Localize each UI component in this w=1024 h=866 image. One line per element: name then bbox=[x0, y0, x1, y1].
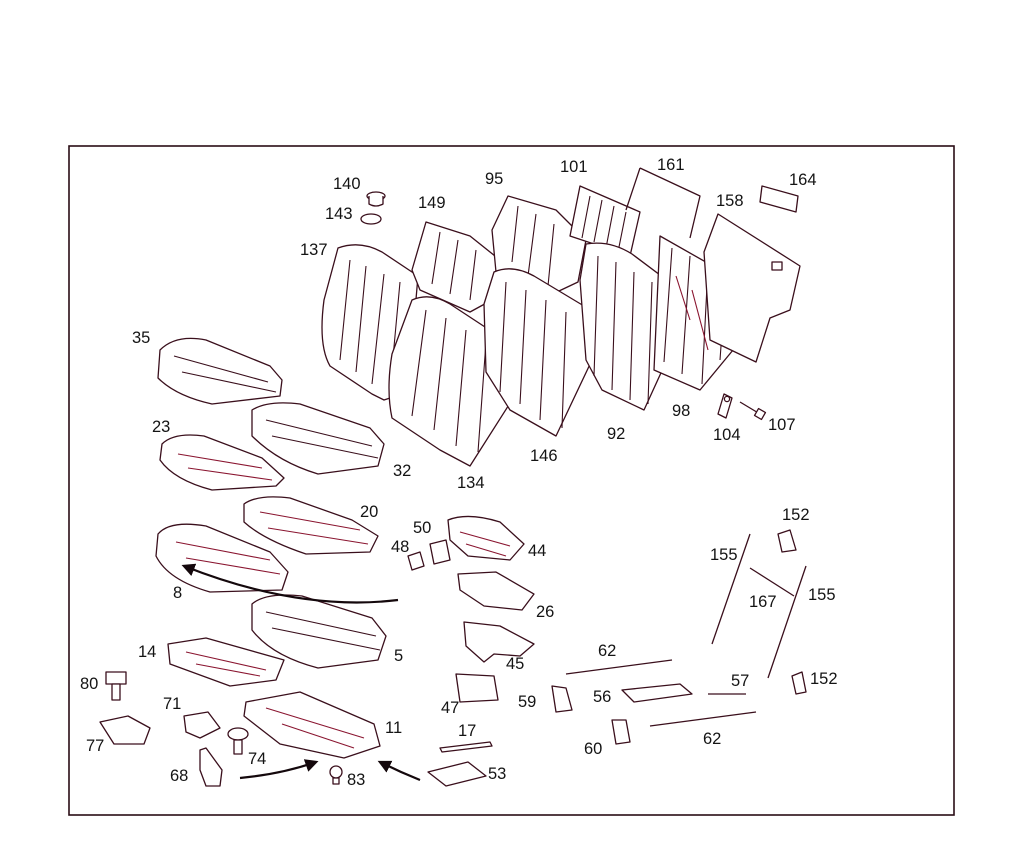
callout-label-68: 68 bbox=[170, 767, 188, 785]
callout-label-164: 164 bbox=[789, 171, 817, 189]
assembly-arrow-53 bbox=[377, 760, 421, 782]
callout-label-167: 167 bbox=[749, 593, 777, 611]
headrest-bushing-part-140 bbox=[366, 191, 386, 207]
callout-label-71: 71 bbox=[163, 695, 181, 713]
callout-label-137: 137 bbox=[300, 241, 328, 259]
callout-label-44: 44 bbox=[528, 542, 546, 560]
seat-frame-part-14 bbox=[167, 637, 285, 687]
screw-part-74 bbox=[227, 727, 249, 755]
diagram-frame bbox=[68, 145, 955, 816]
cable-part-155-right bbox=[767, 565, 807, 679]
callout-label-20: 20 bbox=[360, 503, 378, 521]
cable-part-155 bbox=[711, 533, 751, 645]
callout-label-26: 26 bbox=[536, 603, 554, 621]
callout-label-152-repeat: 152 bbox=[782, 506, 810, 524]
hinge-bracket-part-104 bbox=[717, 393, 733, 419]
callout-label-8: 8 bbox=[173, 584, 182, 602]
clip-part-59 bbox=[551, 685, 573, 713]
callout-labels: 140 143 149 95 101 161 164 158 137 35 23 32 134 146 92… bbox=[80, 156, 838, 789]
seat-cushion-part-5 bbox=[251, 594, 387, 669]
callout-label-143: 143 bbox=[325, 205, 353, 223]
callout-label-17: 17 bbox=[458, 722, 476, 740]
wire-frame-part-161 bbox=[625, 167, 701, 239]
clip-part-60 bbox=[611, 719, 631, 745]
switch-part-48 bbox=[407, 551, 425, 571]
rod-part-167 bbox=[749, 567, 795, 597]
seat-frame-part-11 bbox=[243, 691, 381, 759]
callout-label-152: 152 bbox=[810, 670, 838, 688]
mat-part-56 bbox=[621, 683, 693, 703]
screw-part-80 bbox=[105, 671, 127, 701]
strip-part-17 bbox=[439, 741, 493, 753]
callout-label-83: 83 bbox=[347, 771, 365, 789]
callout-label-98: 98 bbox=[672, 402, 690, 420]
callout-label-62: 62 bbox=[598, 642, 616, 660]
bracket-part-68 bbox=[199, 747, 223, 787]
washer-part-143 bbox=[360, 213, 382, 225]
callout-label-23: 23 bbox=[152, 418, 170, 436]
rod-part-62-lower bbox=[649, 711, 757, 727]
callout-label-35: 35 bbox=[132, 329, 150, 347]
callout-label-14: 14 bbox=[138, 643, 156, 661]
cover-part-47 bbox=[455, 673, 499, 703]
callout-label-62-repeat: 62 bbox=[703, 730, 721, 748]
seat-cover-part-35 bbox=[157, 337, 283, 405]
callout-label-47: 47 bbox=[441, 699, 459, 717]
backrest-cover-part-149 bbox=[411, 221, 501, 313]
plug-part-83 bbox=[329, 765, 343, 785]
clip-part-71 bbox=[183, 711, 221, 739]
callout-label-107: 107 bbox=[768, 416, 796, 434]
clip-part-53 bbox=[427, 761, 487, 787]
bracket-part-45 bbox=[463, 621, 535, 663]
callout-label-11: 11 bbox=[385, 719, 402, 737]
clip-part-152 bbox=[777, 529, 797, 553]
callout-label-53: 53 bbox=[488, 765, 506, 783]
callout-label-146: 146 bbox=[530, 447, 558, 465]
seat-cover-part-32 bbox=[251, 402, 385, 475]
cup-holder-part-50 bbox=[429, 539, 451, 565]
callout-label-77: 77 bbox=[86, 737, 104, 755]
bolt-part-107 bbox=[739, 401, 767, 421]
callout-label-45: 45 bbox=[506, 655, 524, 673]
callout-label-48: 48 bbox=[391, 538, 409, 556]
callout-label-161: 161 bbox=[657, 156, 685, 174]
callout-label-95: 95 bbox=[485, 170, 503, 188]
callout-label-158: 158 bbox=[716, 192, 744, 210]
console-part-26 bbox=[457, 571, 535, 611]
armrest-part-44 bbox=[447, 515, 525, 561]
callout-label-59: 59 bbox=[518, 693, 536, 711]
callout-label-74: 74 bbox=[248, 750, 266, 768]
seat-pad-part-23 bbox=[159, 434, 285, 491]
bracket-part-77 bbox=[99, 715, 151, 745]
callout-label-60: 60 bbox=[584, 740, 602, 758]
seat-pad-part-20 bbox=[243, 496, 379, 555]
assembly-arrow bbox=[181, 563, 399, 604]
callout-label-80: 80 bbox=[80, 675, 98, 693]
callout-label-5: 5 bbox=[394, 647, 403, 665]
callout-label-140: 140 bbox=[333, 175, 361, 193]
callout-label-56: 56 bbox=[593, 688, 611, 706]
callout-label-155-repeat: 155 bbox=[808, 586, 836, 604]
callout-label-101: 101 bbox=[560, 158, 588, 176]
rod-part-62 bbox=[565, 659, 673, 675]
callout-label-92: 92 bbox=[607, 425, 625, 443]
callout-label-155: 155 bbox=[710, 546, 738, 564]
assembly-arrow-68 bbox=[239, 759, 319, 780]
callout-label-149: 149 bbox=[418, 194, 446, 212]
callout-label-57: 57 bbox=[731, 672, 749, 690]
callout-label-134: 134 bbox=[457, 474, 485, 492]
trim-strip-part-164 bbox=[759, 185, 799, 213]
callout-label-104: 104 bbox=[713, 426, 741, 444]
callout-label-50: 50 bbox=[413, 519, 431, 537]
clip-part-152-lower bbox=[791, 671, 807, 695]
backrest-cover-part-146 bbox=[483, 268, 595, 437]
backrest-panel-part-158 bbox=[703, 213, 801, 363]
callout-label-32: 32 bbox=[393, 462, 411, 480]
